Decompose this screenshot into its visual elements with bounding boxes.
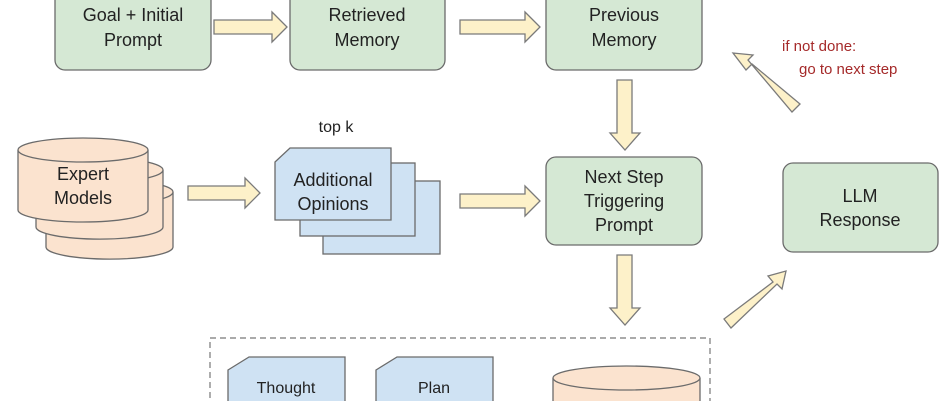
previous-label-2: Memory	[591, 30, 656, 50]
arrow-diagonal-up-icon	[723, 270, 787, 329]
arrow-right-icon	[459, 184, 541, 218]
previous-memory-node: Previous Memory	[545, 0, 703, 71]
thought-doc: Thought	[227, 356, 346, 401]
bottom-store-cylinder	[552, 365, 701, 401]
llm-label-2: Response	[819, 210, 900, 230]
loop-annotation-line1: if not done:	[782, 38, 856, 55]
arrow-loop-back-icon	[731, 52, 801, 113]
next-step-label-2: Triggering	[584, 191, 664, 211]
llm-label-1: LLM	[842, 186, 877, 206]
retrieved-memory-node: Retrieved Memory	[289, 0, 446, 71]
llm-response-node: LLM Response	[782, 162, 939, 253]
additional-opinions-docs: Additional Opinions	[274, 147, 441, 255]
opinions-label-2: Opinions	[297, 194, 368, 214]
arrow-right-icon	[459, 10, 541, 44]
thought-label: Thought	[257, 380, 316, 397]
plan-label: Plan	[418, 380, 450, 397]
expert-models-store: Expert Models	[17, 137, 174, 260]
opinions-label-1: Additional	[293, 170, 372, 190]
goal-label-2: Prompt	[104, 30, 162, 50]
arrow-right-icon	[187, 176, 261, 210]
previous-label-1: Previous	[589, 5, 659, 25]
plan-doc: Plan	[375, 356, 494, 401]
goal-prompt-node: Goal + Initial Prompt	[54, 0, 212, 71]
next-step-prompt-node: Next Step Triggering Prompt	[545, 156, 703, 246]
retrieved-label-1: Retrieved	[328, 5, 405, 25]
arrow-right-icon	[213, 10, 288, 44]
output-group-frame	[209, 337, 711, 401]
expert-label-1: Expert	[57, 164, 109, 184]
next-step-label-3: Prompt	[595, 215, 653, 235]
arrow-down-icon	[608, 79, 642, 151]
retrieved-label-2: Memory	[334, 30, 399, 50]
goal-label-1: Goal + Initial	[83, 5, 184, 25]
loop-annotation-line2: go to next step	[799, 61, 897, 78]
arrow-down-icon	[608, 254, 642, 326]
expert-label-2: Models	[54, 188, 112, 208]
next-step-label-1: Next Step	[584, 167, 663, 187]
top-k-label: top k	[319, 119, 355, 136]
